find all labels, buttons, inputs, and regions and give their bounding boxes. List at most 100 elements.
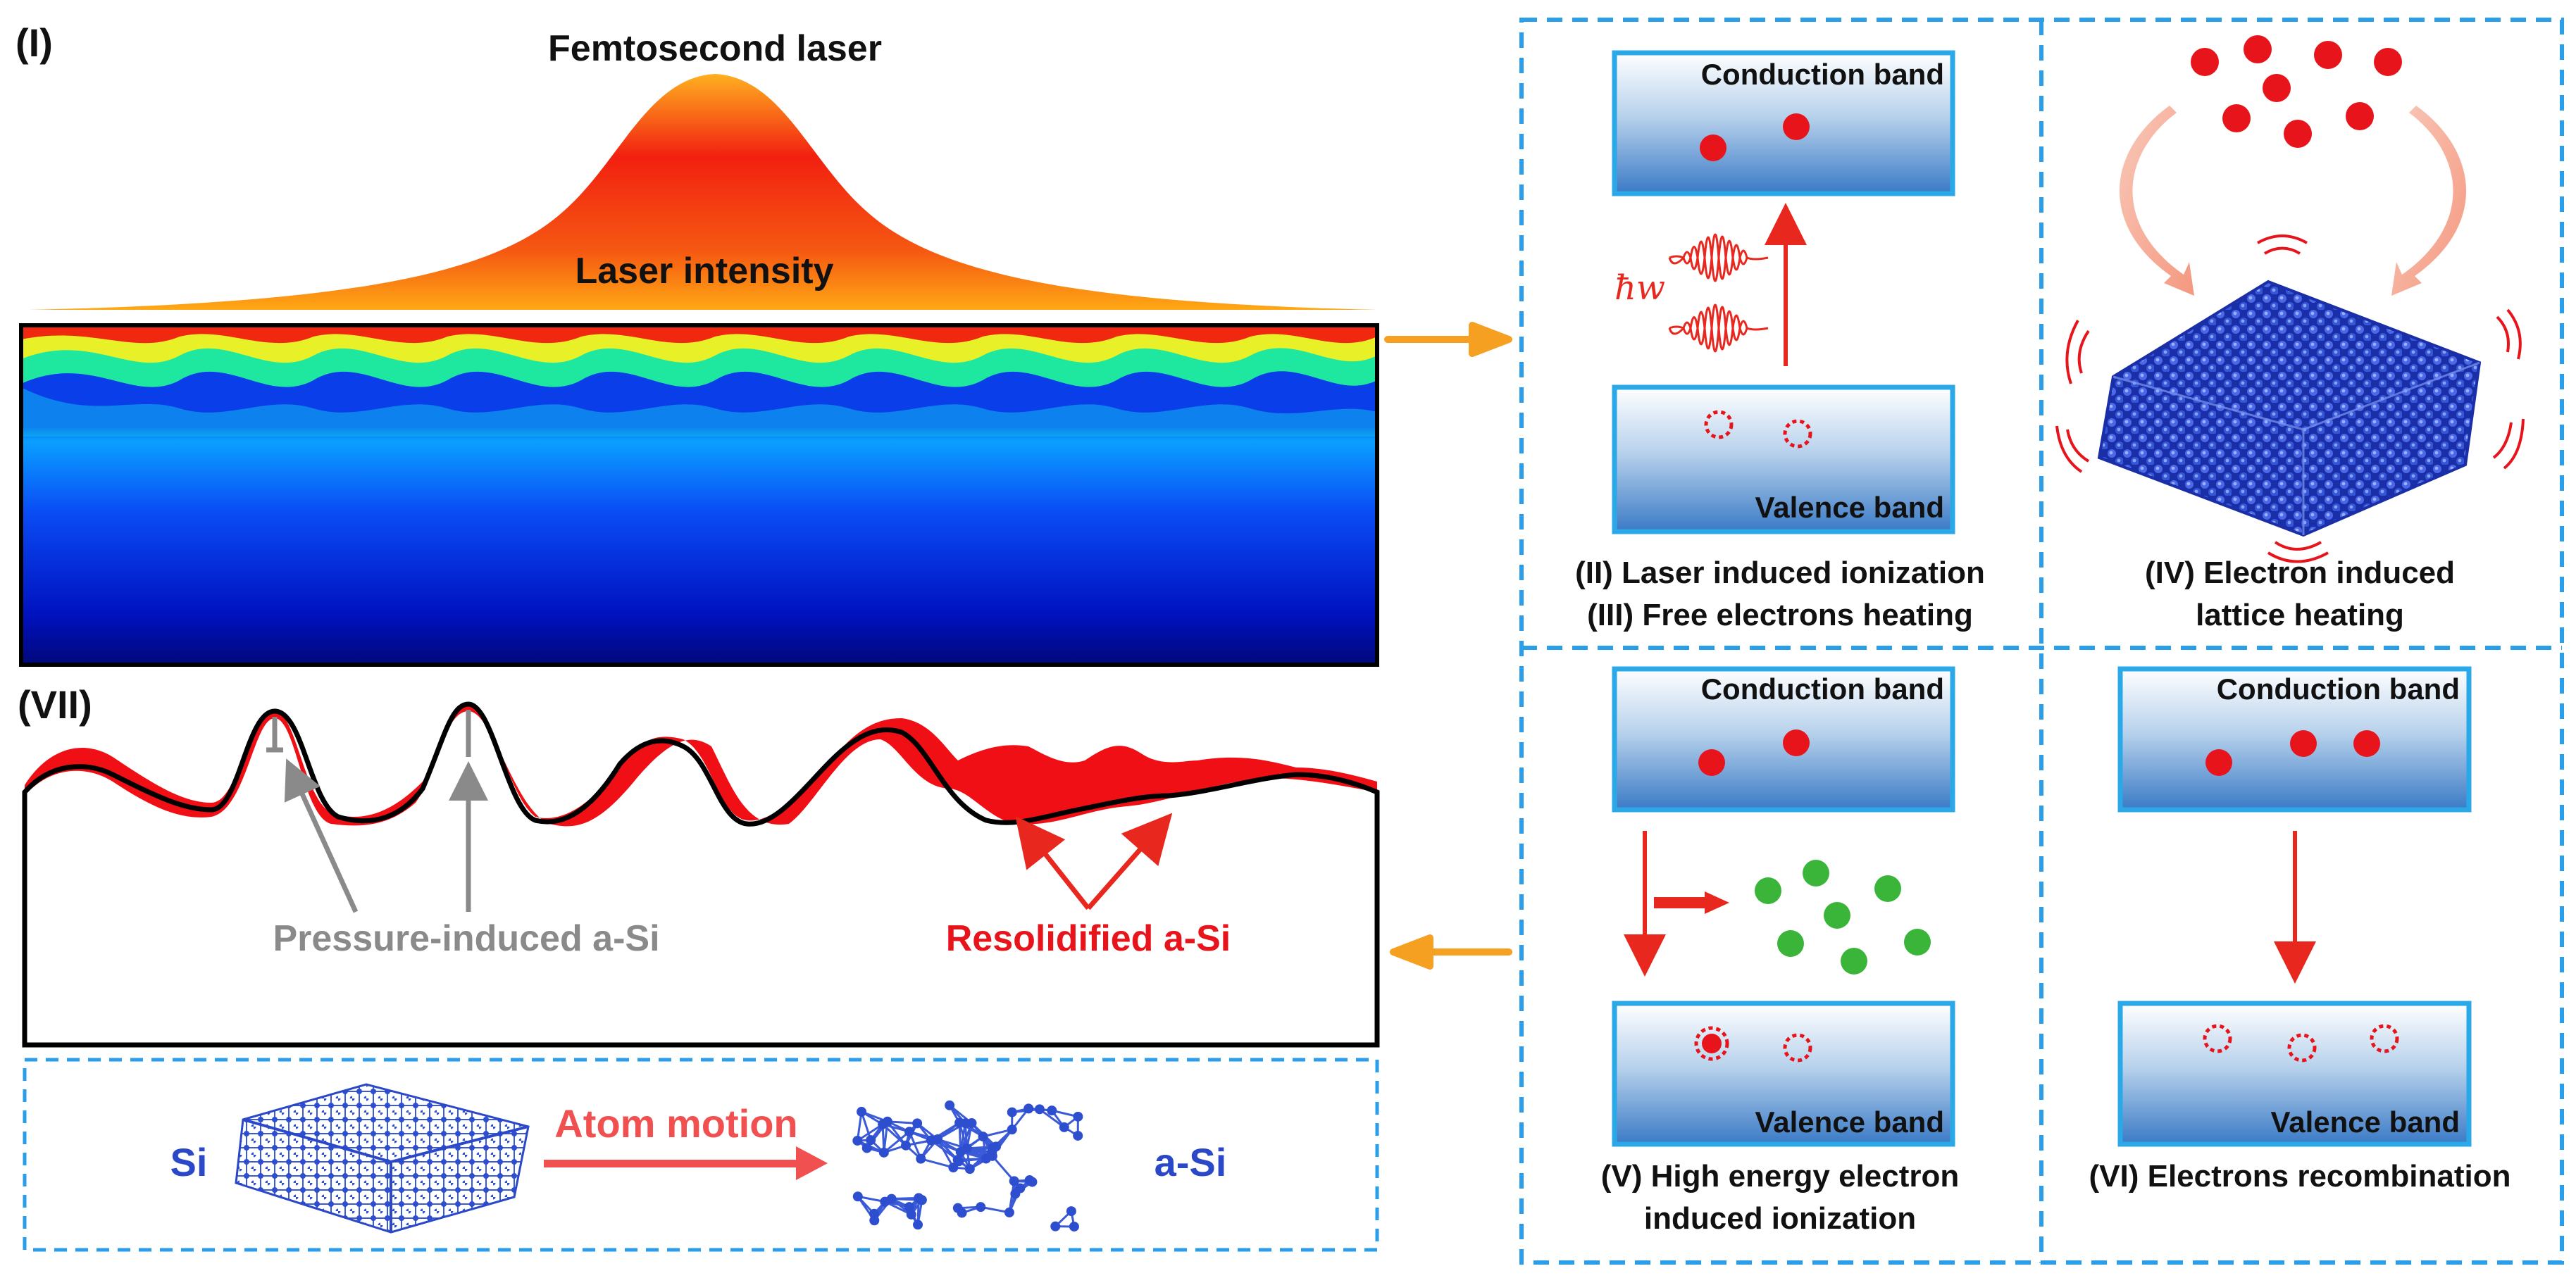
- si-label: Si: [170, 1140, 208, 1184]
- panel-iv: (IV) Electron induced lattice heating: [2055, 35, 2525, 632]
- hole: [1783, 419, 1812, 449]
- generated-electron: [1841, 948, 1867, 975]
- generated-electron: [1904, 929, 1931, 956]
- caption-iv-line1: (IV) Electron induced: [2145, 556, 2455, 590]
- valence-band-box: [1612, 384, 1955, 534]
- hot-electron: [2191, 48, 2219, 76]
- atom-motion-label: Atom motion: [554, 1101, 797, 1146]
- a-si-atom: [962, 1143, 972, 1153]
- field-distribution-map: [19, 323, 1379, 667]
- photon-wave-1b: [1668, 256, 1748, 282]
- energy-transfer-arrow-right: [2391, 106, 2467, 296]
- pressure-marker-1: [266, 717, 283, 753]
- panel-vii-label: (VII): [18, 682, 92, 727]
- a-si-atom: [1066, 1206, 1076, 1217]
- free-electron: [1698, 749, 1725, 776]
- a-si-bond: [883, 1131, 910, 1154]
- caption-v-line2: induced ionization: [1644, 1201, 1916, 1236]
- a-si-atom: [1034, 1104, 1045, 1115]
- conduction-band-label: Conduction band: [1701, 58, 1944, 91]
- a-si-atom: [912, 1118, 923, 1129]
- a-si-atom: [1073, 1111, 1083, 1122]
- hole: [1704, 410, 1734, 439]
- a-si-atom: [1050, 1221, 1061, 1232]
- laser-intensity-profile: [28, 74, 1377, 310]
- generated-electron: [1777, 930, 1804, 957]
- resolidified-layer: [25, 704, 1377, 827]
- photon-symbol: ħw: [1614, 268, 1665, 308]
- hot-electron: [2244, 35, 2272, 63]
- a-si-atom: [857, 1106, 867, 1117]
- a-si-atom: [914, 1193, 924, 1203]
- a-si-atom: [926, 1135, 936, 1146]
- photon-wave-2: [1669, 303, 1769, 331]
- free-electron: [2290, 730, 2317, 757]
- generated-electron: [1824, 902, 1850, 929]
- a-si-bond: [886, 1120, 907, 1146]
- hole: [2370, 1024, 2399, 1053]
- a-si-atom: [952, 1155, 963, 1165]
- pressure-induced-label: Pressure-induced a-Si: [273, 918, 659, 959]
- energy-transfer-arrow-left: [2119, 106, 2194, 296]
- a-si-atom: [861, 1143, 872, 1153]
- photon-wave-1: [1669, 233, 1769, 261]
- a-si-atom: [987, 1151, 997, 1161]
- a-si-atom: [964, 1164, 975, 1174]
- surface-outline: [22, 701, 1380, 1048]
- resolidified-arrow-2: [1086, 813, 1173, 910]
- a-si-bond: [1038, 1108, 1065, 1129]
- crystalline-si-lattice: [235, 1083, 530, 1234]
- field-red-band: [21, 325, 1377, 344]
- a-si-atom: [904, 1202, 914, 1213]
- panel-ii-iii: Conduction band Valence band ħw (II) Las…: [1575, 50, 1985, 632]
- a-si-bond: [857, 1123, 883, 1142]
- a-si-atom: [906, 1209, 916, 1220]
- conduction-band-label: Conduction band: [2217, 672, 2460, 706]
- generated-electron: [1755, 877, 1781, 904]
- right-panels-frame: [1519, 18, 2564, 1265]
- a-si-atom: [1059, 1122, 1069, 1132]
- atom-motion-panel: Si Atom motion a-Si: [23, 1058, 1379, 1252]
- free-electron: [1700, 134, 1726, 161]
- a-si-atom: [852, 1135, 863, 1146]
- a-si-atom: [1004, 1207, 1014, 1217]
- a-si-atom: [978, 1132, 988, 1142]
- atom-motion-arrow: [544, 1146, 828, 1180]
- a-si-atom: [1023, 1103, 1034, 1114]
- a-si-atom: [957, 1208, 967, 1218]
- conduction-band-label: Conduction band: [1701, 672, 1944, 706]
- a-si-atom: [916, 1153, 926, 1164]
- a-si-atom: [904, 1127, 915, 1137]
- laser-title: Femtosecond laser: [548, 28, 882, 69]
- hole: [1694, 1026, 1729, 1061]
- free-electron: [1783, 729, 1810, 756]
- caption-vi: (VI) Electrons recombination: [2089, 1159, 2511, 1194]
- caption-iv-line2: lattice heating: [2196, 598, 2404, 632]
- valence-band-box: [1612, 1001, 1955, 1147]
- hot-electron: [2314, 41, 2342, 69]
- caption-v-line1: (V) High energy electron: [1601, 1159, 1960, 1194]
- laser-intensity-label: Laser intensity: [575, 251, 833, 292]
- a-si-atom: [960, 1118, 971, 1129]
- a-si-atom: [882, 1116, 892, 1127]
- hot-electron: [2263, 74, 2291, 102]
- pressure-arrow-1: [284, 758, 359, 913]
- hot-electron: [2346, 102, 2374, 130]
- hole: [2287, 1033, 2317, 1063]
- a-si-bond: [991, 1155, 1015, 1182]
- resolidified-label: Resolidified a-Si: [946, 918, 1231, 959]
- a-si-atom: [866, 1135, 876, 1146]
- arrow-to-surface-panel: [1390, 934, 1512, 970]
- a-si-atom: [1009, 1176, 1019, 1186]
- panel-v: Conduction band Valence band (V) High en…: [1601, 666, 1960, 1236]
- silicon-lattice: [2097, 280, 2482, 537]
- hole: [1783, 1033, 1812, 1063]
- a-si-atom: [880, 1196, 890, 1207]
- a-si-atom: [869, 1215, 880, 1226]
- valence-band-label: Valence band: [1755, 491, 1944, 524]
- amorphous-si-network: [852, 1100, 1083, 1232]
- surface-profile: [22, 701, 1380, 1048]
- valence-band-label: Valence band: [2271, 1105, 2460, 1139]
- photon-wave-2b: [1668, 326, 1748, 353]
